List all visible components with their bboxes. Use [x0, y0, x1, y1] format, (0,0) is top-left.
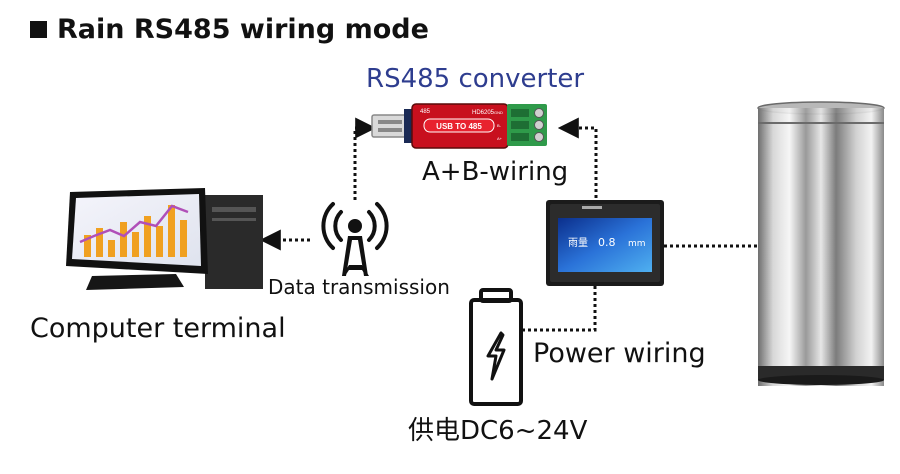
display-unit: mm [628, 239, 646, 249]
lightning-icon [486, 331, 506, 381]
title-bullet-icon [30, 21, 47, 38]
converter-to-antenna-line [353, 117, 377, 200]
antenna-icon [321, 202, 389, 276]
usb-plug [371, 114, 409, 138]
screen-bar-chart [79, 204, 189, 257]
converter-terminal-gnd: GND [494, 110, 503, 115]
power-wiring-line [522, 286, 597, 332]
rs485-converter: USB TO 485 485 HD6205 GND B- A+ [371, 103, 547, 149]
display-value: 0.8 [598, 236, 616, 249]
computer-terminal [66, 188, 263, 290]
display-label: 雨量 [568, 237, 588, 249]
power-supply-label: 供电DC6~24V [408, 416, 588, 446]
converter-terminal-a: A+ [497, 136, 503, 141]
keyboard [86, 274, 184, 290]
converter-label: RS485 converter [366, 64, 585, 94]
computer-terminal-label: Computer terminal [30, 313, 286, 344]
display-to-converter-line [557, 117, 598, 198]
power-wiring-label: Power wiring [533, 338, 706, 369]
converter-top-text: 485 [420, 109, 431, 115]
page-title: Rain RS485 wiring mode [30, 14, 429, 45]
title-text: Rain RS485 wiring mode [57, 14, 429, 45]
battery-icon [469, 288, 523, 406]
ab-wiring-label: A+B-wiring [422, 157, 569, 187]
converter-model: HD6205 [472, 110, 495, 116]
display-screen [558, 218, 652, 272]
data-transmission-label: Data transmission [268, 275, 450, 299]
converter-terminal-b: B- [497, 123, 502, 128]
rain-gauge [757, 101, 885, 386]
converter-main-text: USB TO 485 [436, 122, 482, 131]
connector-lines [259, 117, 760, 332]
display-controller: 雨量 0.8 mm [546, 200, 664, 286]
